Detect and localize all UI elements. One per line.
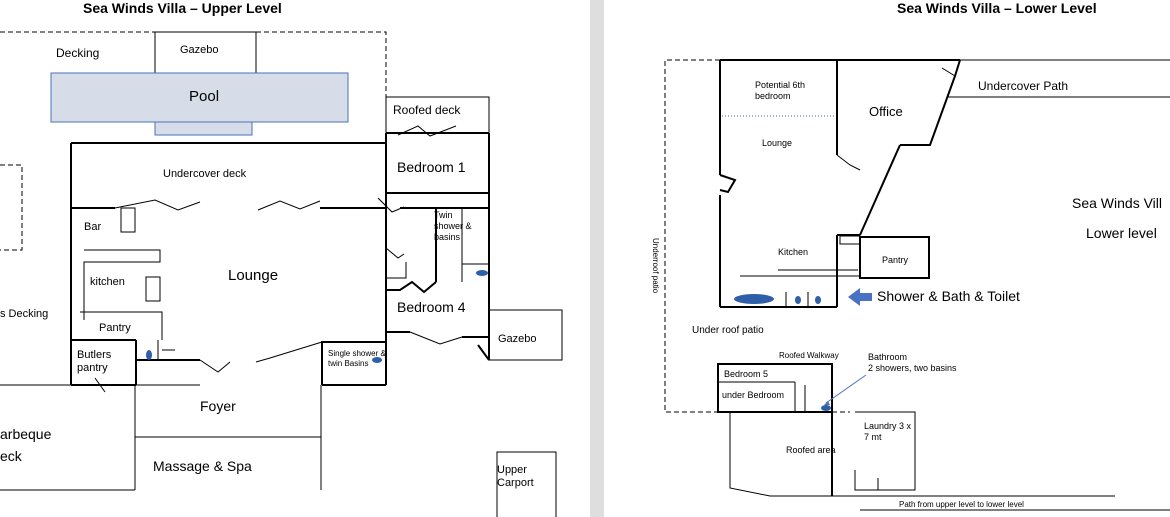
pantry-label: Pantry (99, 322, 131, 334)
shower-arrow-icon (848, 288, 872, 306)
pool-shape (50, 72, 349, 123)
deck-label: eck (0, 448, 22, 464)
twin-shower-label: Twin shower & basins (434, 210, 472, 242)
bedroom-5-label: Bedroom 5 (724, 369, 769, 379)
lower-level-label: Lower level (1086, 225, 1157, 241)
lower-level-title: Sea Winds Villa – Lower Level (897, 0, 1097, 16)
kitchen-label: kitchen (90, 276, 125, 288)
shower-bath-toilet-label: Shower & Bath & Toilet (877, 288, 1020, 304)
roofed-walkway-label: Roofed Walkway (779, 351, 839, 360)
roofed-deck-label: Roofed deck (393, 103, 461, 117)
roofed-area-label: Roofed area (786, 445, 836, 455)
foyer-label: Foyer (200, 398, 236, 414)
pool-step (154, 121, 253, 136)
gazebo-right-label: Gazebo (498, 333, 537, 345)
undercover-path-label: Undercover Path (978, 79, 1069, 93)
lower-pantry-label: Pantry (882, 255, 909, 265)
under-bedroom-label: under Bedroom (722, 390, 785, 400)
lounge-label: Lounge (228, 267, 279, 284)
path-label: Path from upper level to lower level (899, 500, 1024, 509)
villa-name-label: Sea Winds Vill (1072, 195, 1163, 211)
upper-level-plan (0, 31, 563, 517)
single-shower-label: Single shower & twin Basins (328, 349, 386, 368)
butlers-pantry-label: Butlers pantry (77, 349, 112, 375)
gazebo-top-label: Gazebo (180, 44, 219, 56)
upper-level-title: Sea Winds Villa – Upper Level (83, 0, 282, 16)
underroof-patio-vertical-label: Underroof patio (651, 238, 660, 294)
bedroom-1-label: Bedroom 1 (397, 159, 466, 175)
lower-lounge-label: Lounge (762, 138, 793, 148)
bedroom-4-label: Bedroom 4 (397, 299, 466, 315)
page-divider (590, 0, 604, 517)
bathroom-label: Bathroom 2 showers, two basins (868, 352, 957, 373)
barbeque-label: arbeque (0, 426, 52, 442)
decking-label: Decking (56, 46, 100, 60)
pool-label: Pool (189, 88, 220, 105)
potential-bedroom-label: Potential 6th bedroom (755, 80, 806, 101)
massage-spa-label: Massage & Spa (153, 458, 252, 474)
upper-carport-label: Upper Carport (497, 464, 534, 490)
office-label: Office (869, 104, 903, 119)
undercover-deck-label: Undercover deck (163, 168, 247, 180)
under-roof-patio-label: Under roof patio (692, 325, 764, 336)
laundry-label: Laundry 3 x 7 mt (864, 421, 912, 442)
decking-left-label: s Decking (0, 308, 49, 320)
bar-label: Bar (84, 221, 102, 233)
lower-kitchen-label: Kitchen (778, 247, 809, 257)
